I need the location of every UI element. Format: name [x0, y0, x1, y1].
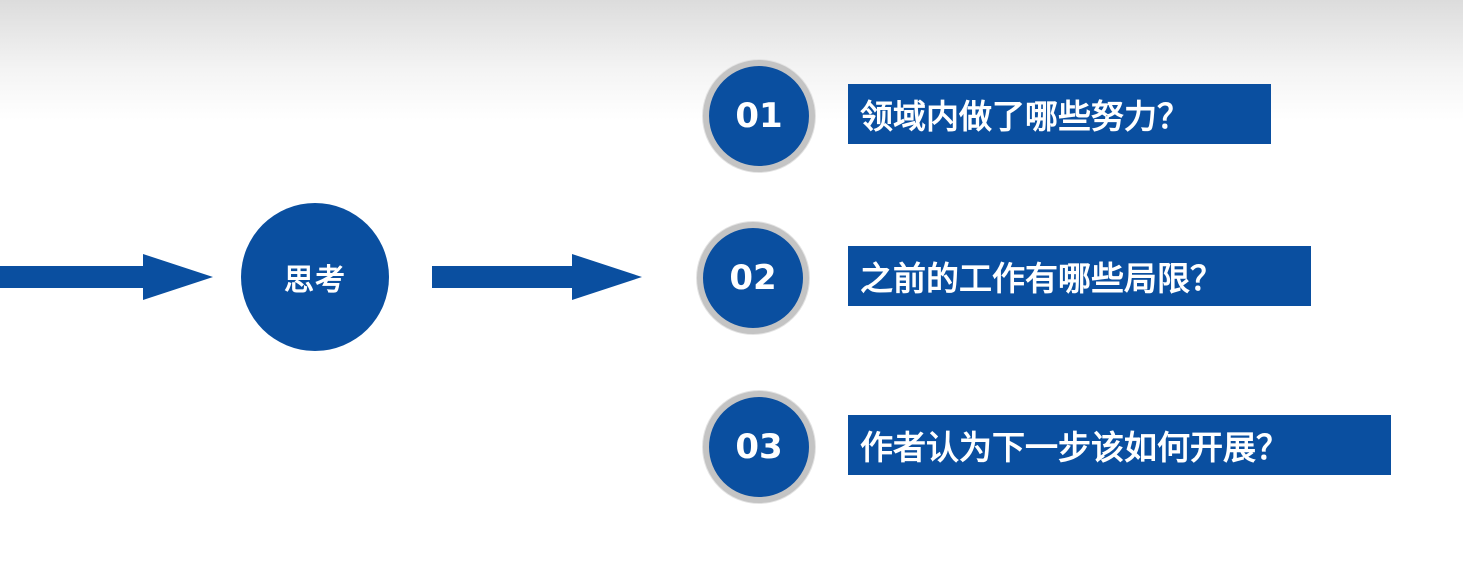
question-3-text: 作者认为下一步该如何开展？ — [860, 428, 1289, 467]
question-1-number-badge: 01 — [703, 60, 815, 172]
center-node-label: 思考 — [284, 263, 346, 298]
right-arrow-shaft — [432, 266, 574, 288]
left-arrow — [0, 254, 213, 300]
question-2-number-badge: 02 — [697, 222, 809, 334]
question-3-number-badge: 03 — [703, 391, 815, 503]
question-2-number: 02 — [729, 258, 777, 298]
question-3-label: 作者认为下一步该如何开展？ — [848, 415, 1391, 475]
left-arrow-head — [143, 254, 213, 300]
question-1-number: 01 — [735, 96, 783, 136]
question-3-number: 03 — [735, 427, 783, 467]
left-arrow-shaft — [0, 266, 145, 288]
right-arrow — [432, 254, 642, 300]
question-1-text: 领域内做了哪些努力？ — [860, 97, 1190, 136]
question-2-label: 之前的工作有哪些局限？ — [848, 246, 1311, 306]
question-2-text: 之前的工作有哪些局限？ — [860, 259, 1223, 298]
center-node: 思考 — [241, 203, 389, 351]
right-arrow-head — [572, 254, 642, 300]
question-1-label: 领域内做了哪些努力？ — [848, 84, 1271, 144]
